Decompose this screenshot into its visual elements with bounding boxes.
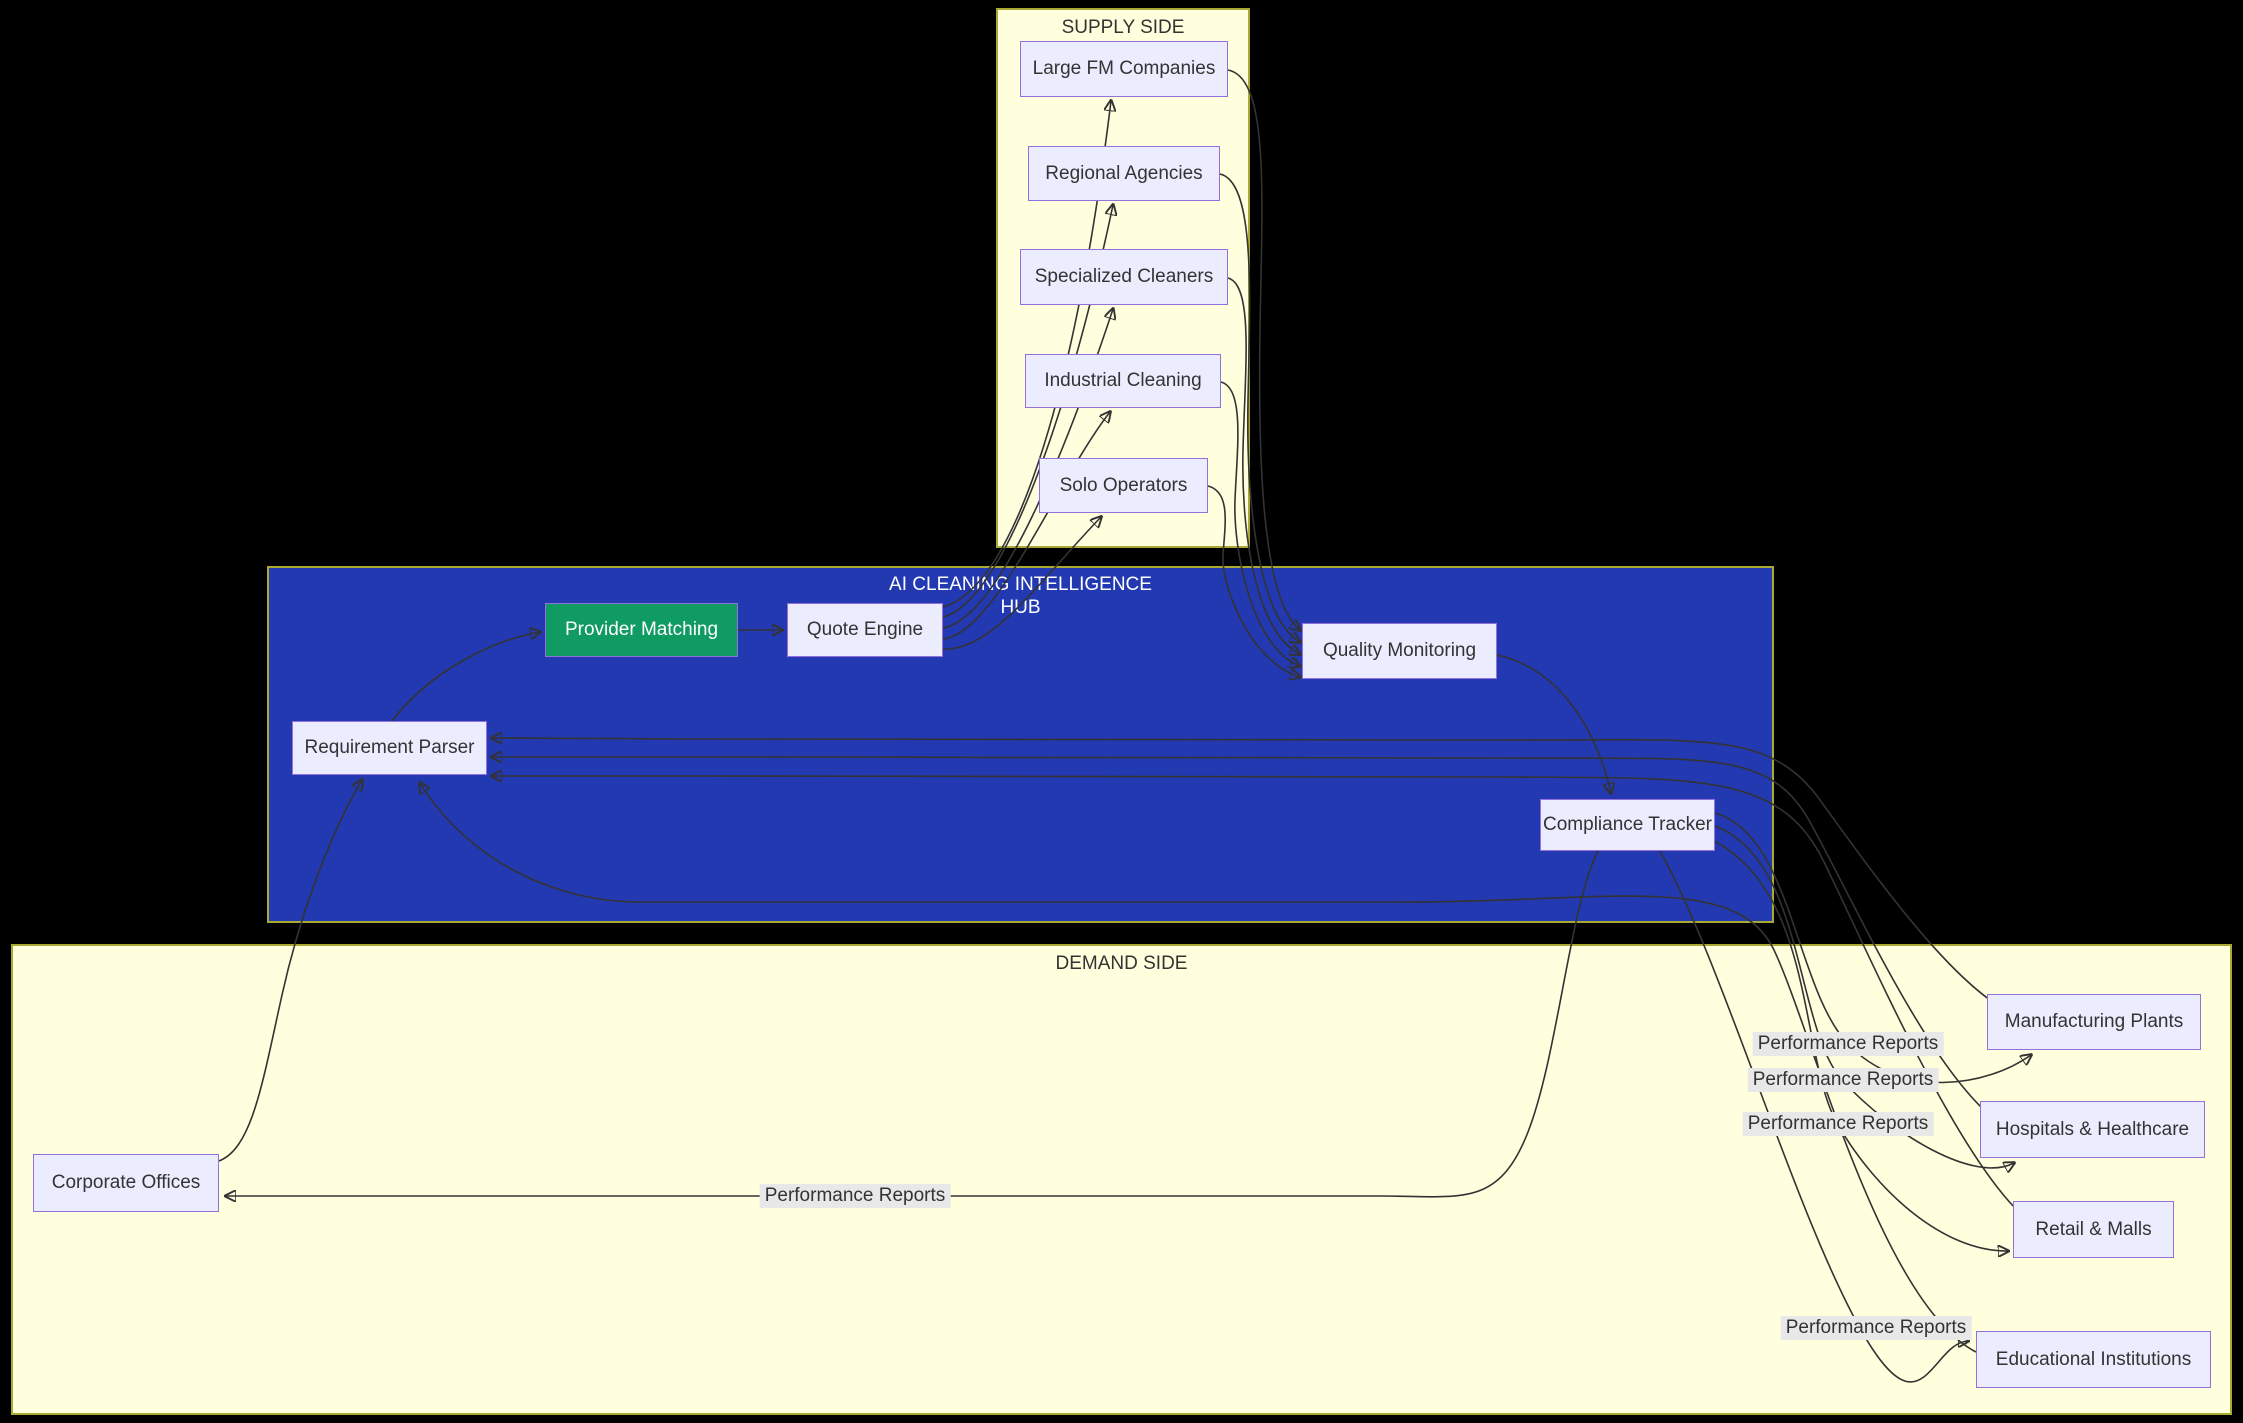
edge-specialized-to-quality-monitoring — [1227, 277, 1300, 654]
node-solo-operators-label: Solo Operators — [1059, 474, 1188, 496]
node-quote-engine: Quote Engine — [787, 603, 943, 657]
edge-compliance-to-corporate — [226, 850, 1599, 1197]
node-industrial-cleaning: Industrial Cleaning — [1025, 354, 1221, 408]
edge-quality-monitoring-to-compliance-tracker — [1496, 654, 1611, 793]
node-provider-matching-label: Provider Matching — [564, 619, 719, 640]
node-quality-monitoring-label: Quality Monitoring — [1322, 640, 1477, 661]
node-requirement-parser-label: Requirement Parser — [304, 737, 475, 758]
node-regional-agencies-label: Regional Agencies — [1045, 162, 1203, 184]
node-quote-engine-label: Quote Engine — [806, 619, 924, 640]
node-quality-monitoring: Quality Monitoring — [1302, 623, 1497, 679]
edge-requirement-parser-to-provider-matching — [391, 632, 540, 722]
node-requirement-parser: Requirement Parser — [292, 721, 487, 775]
node-corporate-offices: Corporate Offices — [33, 1154, 219, 1212]
node-retail-malls-label: Retail & Malls — [2035, 1218, 2152, 1240]
edge-quote-engine-to-solo — [942, 517, 1101, 650]
edge-corporate-to-requirement-parser — [218, 780, 362, 1162]
cluster-hub-title-line2: HUB — [1000, 597, 1041, 618]
edge-hospitals-to-requirement-parser — [492, 757, 1983, 1109]
node-manufacturing-plants: Manufacturing Plants — [1987, 994, 2201, 1050]
node-educational-institutions-label: Educational Institutions — [1995, 1348, 2192, 1370]
edge-compliance-to-educational — [1659, 850, 1968, 1383]
node-retail-malls: Retail & Malls — [2013, 1201, 2174, 1258]
node-hospitals-healthcare-label: Hospitals & Healthcare — [1995, 1118, 2190, 1140]
edge-large-fm-to-quality-monitoring — [1227, 69, 1300, 630]
edge-regional-to-quality-monitoring — [1219, 173, 1300, 642]
node-compliance-tracker: Compliance Tracker — [1540, 799, 1715, 851]
cluster-ai-hub: AI CLEANING INTELLIGENCE HUB — [267, 566, 1774, 923]
edge-label-performance-reports-manufacturing: Performance Reports — [1752, 1032, 1944, 1056]
edge-quote-engine-to-large-fm — [942, 101, 1111, 608]
edge-solo-to-quality-monitoring — [1207, 485, 1300, 677]
node-large-fm-companies: Large FM Companies — [1020, 41, 1228, 97]
node-compliance-tracker-label: Compliance Tracker — [1543, 814, 1712, 835]
node-specialized-cleaners-label: Specialized Cleaners — [1034, 266, 1214, 287]
edge-manufacturing-to-requirement-parser — [492, 738, 1991, 1001]
node-corporate-offices-label: Corporate Offices — [51, 1172, 201, 1193]
cluster-supply-title: SUPPLY SIDE — [1061, 17, 1185, 38]
node-industrial-cleaning-label: Industrial Cleaning — [1044, 370, 1202, 391]
node-educational-institutions: Educational Institutions — [1976, 1331, 2211, 1388]
node-solo-operators: Solo Operators — [1039, 458, 1208, 513]
edge-label-performance-reports-hospitals: Performance Reports — [1747, 1068, 1939, 1092]
node-manufacturing-plants-label: Manufacturing Plants — [2004, 1011, 2184, 1032]
node-large-fm-companies-label: Large FM Companies — [1032, 58, 1216, 79]
node-provider-matching: Provider Matching — [545, 603, 738, 657]
node-hospitals-healthcare: Hospitals & Healthcare — [1980, 1101, 2205, 1158]
cluster-demand-title: DEMAND SIDE — [1055, 953, 1188, 974]
edge-label-performance-reports-retail: Performance Reports — [1742, 1112, 1934, 1136]
edge-educational-to-requirement-parser — [420, 783, 1977, 1353]
edge-quote-engine-to-industrial — [942, 412, 1110, 640]
cluster-hub-title-line1: AI CLEANING INTELLIGENCE — [889, 574, 1152, 595]
edge-retail-to-requirement-parser — [492, 776, 2016, 1209]
node-regional-agencies: Regional Agencies — [1028, 146, 1220, 201]
edge-industrial-to-quality-monitoring — [1220, 381, 1300, 666]
node-specialized-cleaners: Specialized Cleaners — [1020, 249, 1228, 305]
edge-label-performance-reports-corporate: Performance Reports — [759, 1184, 951, 1208]
edge-label-performance-reports-educational: Performance Reports — [1780, 1316, 1972, 1340]
